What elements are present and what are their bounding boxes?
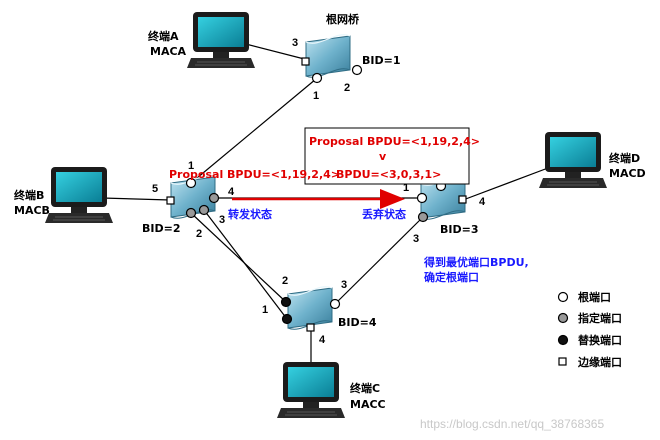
- bridge-icon: [287, 286, 333, 330]
- terminal-c-mac: MACC: [350, 398, 386, 411]
- edge-port: [458, 195, 467, 204]
- port-number: 4: [228, 186, 235, 198]
- port-number: 2: [344, 82, 350, 94]
- terminal-d-name: 终端D: [609, 151, 640, 165]
- terminal-c-name: 终端C: [350, 381, 380, 395]
- port-number: 2: [282, 275, 288, 287]
- bridge-icon: [305, 34, 351, 78]
- bridge-3-bid: BID=3: [440, 223, 478, 236]
- port-number: 3: [292, 37, 298, 49]
- port-number: 1: [403, 182, 409, 194]
- legend-label: 根端口: [578, 290, 611, 304]
- edge-port: [166, 196, 175, 205]
- port-number: 4: [319, 334, 326, 346]
- discard-state-text: 丢弃状态: [362, 207, 406, 221]
- designated-port: [208, 192, 220, 204]
- legend-gray-circle-icon: [557, 312, 569, 324]
- bridge-3: BID=3 1 2 3 4: [403, 165, 486, 245]
- computer-icon: [538, 131, 608, 189]
- edge-port: [306, 323, 315, 332]
- bpdu-comparison-box: Proposal BPDU=<1,19,2,4> v BPDU=<3,0,3,1…: [304, 127, 480, 185]
- best-bpdu-note-line1: 得到最优端口BPDU,: [423, 255, 529, 269]
- legend-label: 替换端口: [578, 333, 622, 347]
- link-b1-b2: [190, 78, 317, 184]
- bridge-2-bid: BID=2: [142, 222, 180, 235]
- bpdu-box-line2: v: [379, 150, 387, 163]
- root-bridge-label: 根网桥: [326, 12, 360, 26]
- proposal-text: Proposal BPDU=<1,19,2,4>: [169, 168, 340, 181]
- computer-icon: [44, 166, 114, 224]
- root-port: [185, 177, 197, 189]
- port-number: 3: [341, 279, 347, 291]
- forward-state-text: 转发状态: [228, 207, 272, 221]
- port-number: 5: [152, 183, 158, 195]
- port-number: 3: [219, 214, 225, 226]
- watermark: https://blog.csdn.net/qq_38768365: [420, 417, 604, 431]
- root-bridge: 根网桥 BID=1 1 2 3: [292, 12, 400, 102]
- terminal-b-name: 终端B: [14, 188, 44, 202]
- port-number: 1: [262, 304, 268, 316]
- best-bpdu-note-line2: 确定根端口: [424, 270, 479, 284]
- terminal-a-mac: MACA: [150, 45, 187, 58]
- port-number: 1: [313, 90, 319, 102]
- designated-port: [185, 207, 197, 219]
- root-port: [311, 72, 323, 84]
- link-b2-b4-port2: [190, 212, 287, 303]
- legend-label: 指定端口: [578, 311, 622, 325]
- terminal-b-mac: MACB: [14, 204, 50, 217]
- legend-black-circle-icon: [557, 334, 569, 346]
- bridge-1-bid: BID=1: [362, 54, 400, 67]
- port-number: 3: [413, 233, 419, 245]
- designated-port: [198, 204, 210, 216]
- alternate-port: [281, 313, 293, 325]
- legend-hollow-circle-icon: [557, 291, 569, 303]
- port-number: 1: [188, 160, 194, 172]
- link-b-b2: [101, 197, 171, 201]
- bpdu-box-line1: Proposal BPDU=<1,19,2,4>: [309, 135, 480, 148]
- legend-label: 边缘端口: [577, 355, 622, 369]
- link-b3-b4: [334, 216, 424, 305]
- terminal-d: 终端D MACD: [538, 131, 646, 189]
- alternate-port: [280, 296, 292, 308]
- terminal-d-mac: MACD: [609, 167, 646, 180]
- root-port: [329, 298, 341, 310]
- port-number: 2: [196, 228, 202, 240]
- legend: 根端口 指定端口 替换端口 边缘端口: [557, 290, 622, 369]
- terminal-b: 终端B MACB: [14, 166, 114, 224]
- bridge-4-bid: BID=4: [338, 316, 377, 329]
- terminal-c: 终端C MACC: [276, 361, 386, 419]
- bridge-4: BID=4 1 2 3 4: [262, 275, 377, 346]
- legend-square-icon: [558, 357, 567, 366]
- terminal-a-name: 终端A: [148, 29, 179, 43]
- terminal-a: 终端A MACA: [148, 11, 256, 69]
- link-b2-b4-port1: [203, 209, 288, 320]
- root-port: [416, 192, 428, 204]
- designated-port: [417, 211, 429, 223]
- root-port: [351, 64, 363, 76]
- computer-icon: [276, 361, 346, 419]
- port-number: 4: [479, 196, 486, 208]
- edge-port: [301, 57, 310, 66]
- bpdu-box-line3: BPDU=<3,0,3,1>: [336, 168, 441, 181]
- bridge-2: BID=2 1 2 3 4 5: [142, 160, 235, 240]
- computer-icon: [186, 11, 256, 69]
- link-b3-d: [462, 167, 549, 201]
